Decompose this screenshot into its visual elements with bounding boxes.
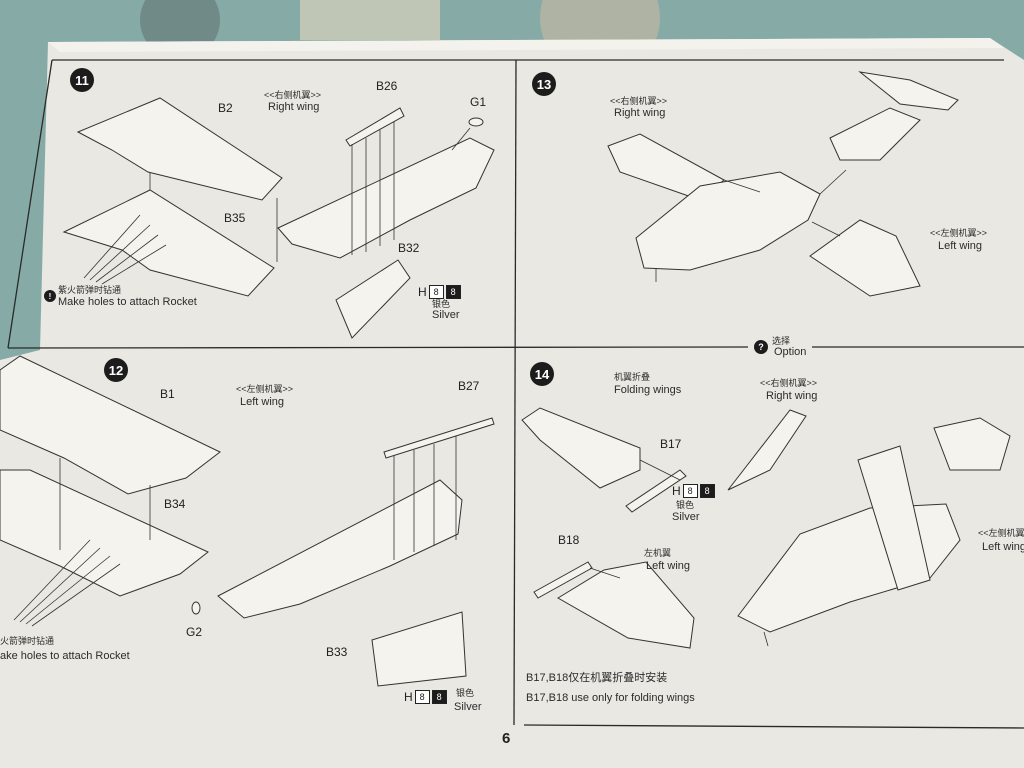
paint-box-light: 8 — [428, 285, 444, 299]
paint-code-12: H 8 8 — [404, 690, 447, 704]
rocket-note: Make holes to attach Rocket — [58, 296, 197, 308]
strip-b17-part — [625, 469, 687, 513]
tail-14 — [933, 417, 1011, 471]
paint-code-14: H 8 8 — [672, 484, 715, 498]
right-wing-folded-14 — [727, 409, 807, 491]
right-wing-cn-label-14: <<右侧机翼>> — [760, 378, 818, 388]
silver-cn-label: 银色 — [432, 299, 451, 309]
page-number: 6 — [502, 730, 511, 747]
paint-letter: H — [404, 690, 413, 704]
paint-box-light: 8 — [682, 484, 698, 498]
paint-box-light: 8 — [414, 690, 430, 704]
silver-label: Silver — [432, 309, 460, 321]
left-wing-cn-label-14: <<左侧机翼 — [978, 528, 1024, 538]
paint-box-dark: 8 — [699, 484, 715, 498]
wing-left-assembly — [217, 479, 463, 619]
paint-letter: H — [418, 285, 427, 299]
strip-b26-part — [345, 107, 405, 147]
note-icon: ! — [44, 290, 56, 302]
step-number-12: 12 — [104, 358, 128, 382]
folding-wing-upper — [521, 407, 641, 489]
silver-cn-label-14: 银色 — [676, 500, 695, 510]
right-wing-label: Right wing — [268, 101, 320, 113]
silver-cn-label-12: 银色 — [456, 688, 475, 698]
option-icon: ? — [754, 340, 768, 354]
fuselage-13 — [635, 171, 821, 271]
left-wing-detached — [809, 219, 921, 297]
part-label-b2: B2 — [218, 101, 233, 115]
left-wing-cn-label-fold: 左机翼 — [644, 548, 672, 558]
rocket-note-cn-12: 火箭弹时钻通 — [0, 636, 55, 646]
part-label-b18: B18 — [558, 533, 580, 547]
folding-footnote: B17,B18 use only for folding wings — [526, 692, 695, 704]
part-label-g1: G1 — [470, 95, 487, 109]
part-label-b27: B27 — [458, 379, 480, 393]
strip-b18-part — [533, 561, 593, 599]
wing-right-assembly — [277, 137, 495, 259]
part-label-b35: B35 — [224, 211, 246, 225]
right-wing-label-14: Right wing — [766, 390, 818, 402]
wing-b2-part — [76, 97, 283, 201]
part-label-b1: B1 — [160, 387, 175, 401]
part-label-b32: B32 — [398, 241, 420, 255]
part-label-b17: B17 — [660, 437, 682, 451]
left-wing-cn-label: <<左侧机翼>> — [236, 384, 294, 394]
folding-wings-cn-label: 机翼折叠 — [614, 372, 651, 382]
rocket-note-cn: 紫火箭弹时钻通 — [58, 285, 122, 295]
silver-label-14: Silver — [672, 511, 700, 523]
paint-box-dark: 8 — [445, 285, 461, 299]
folding-wing-lower — [557, 561, 695, 649]
right-wing-cn-label: <<右侧机翼>> — [264, 90, 322, 100]
flap-b32-part — [335, 259, 411, 339]
part-label-b33: B33 — [326, 645, 348, 659]
flap-b33-part — [371, 611, 467, 687]
left-wing-label-fold: Left wing — [646, 560, 691, 572]
folding-footnote-cn: B17,B18仅在机翼折叠时安装 — [526, 672, 668, 684]
folding-wings-label: Folding wings — [614, 384, 682, 396]
rocket-note-12: ake holes to attach Rocket — [0, 650, 130, 662]
left-wing-cn-label-13: <<左侧机翼>> — [930, 228, 988, 238]
right-wing-label-13: Right wing — [614, 107, 666, 119]
part-label-b34: B34 — [164, 497, 186, 511]
paint-letter: H — [672, 484, 681, 498]
part-label-b26: B26 — [376, 79, 398, 93]
step-number-11: 11 — [70, 68, 94, 92]
paint-box-dark: 8 — [431, 690, 447, 704]
tail-assembly-13 — [829, 107, 921, 161]
left-wing-folded-14 — [857, 445, 931, 591]
right-wing-cn-label-13: <<右侧机翼>> — [610, 96, 668, 106]
wing-b1-part — [0, 355, 221, 495]
step-number-13: 13 — [532, 72, 556, 96]
left-wing-label-14: Left wing — [982, 541, 1024, 553]
paint-code-11: H 8 8 — [418, 285, 461, 299]
left-wing-label: Left wing — [240, 396, 285, 408]
option-cn-label: 选择 — [772, 336, 791, 346]
strip-b27-part — [383, 417, 495, 459]
silver-label-12: Silver — [454, 701, 482, 713]
step-number-14: 14 — [530, 362, 554, 386]
option-label: Option — [774, 346, 807, 358]
tailplane-13 — [858, 71, 959, 111]
left-wing-label-13: Left wing — [938, 240, 983, 252]
part-label-g2: G2 — [186, 625, 203, 639]
